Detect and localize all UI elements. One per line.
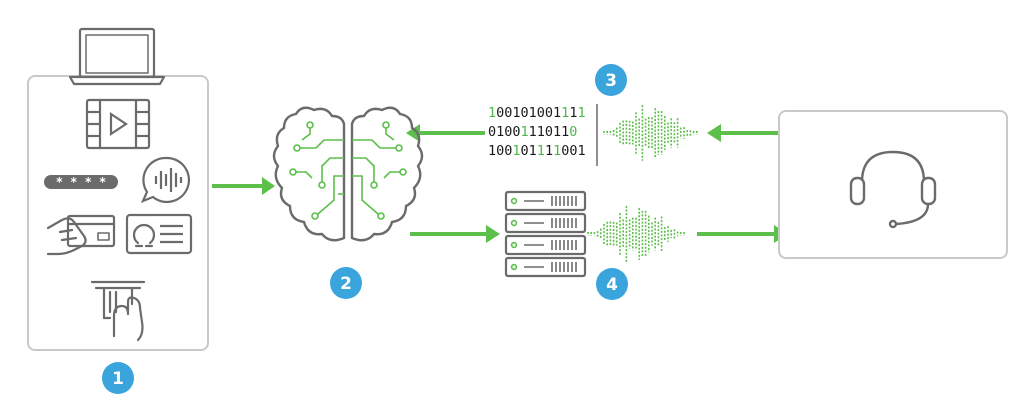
atm-card-icon bbox=[90, 280, 146, 342]
binary-line-2: 01001110110 bbox=[488, 124, 577, 140]
channels-panel bbox=[27, 75, 209, 351]
video-icon bbox=[85, 98, 151, 150]
sound-wave-icon bbox=[603, 105, 698, 161]
arrow-to-ai-from-text bbox=[406, 124, 485, 142]
password-mask: * * * * bbox=[56, 175, 107, 189]
card-payment-icon bbox=[46, 214, 116, 256]
voice-message-icon bbox=[140, 156, 191, 204]
password-field-icon: * * * * bbox=[44, 175, 118, 189]
binary-line-1: 100101001111 bbox=[488, 105, 586, 121]
id-card-icon bbox=[125, 213, 193, 255]
step-number: 4 bbox=[606, 275, 618, 295]
sound-wave-icon bbox=[587, 205, 685, 263]
server-rack-icon bbox=[504, 190, 587, 278]
step-badge-3: 3 bbox=[595, 64, 627, 96]
step-number: 3 bbox=[605, 71, 617, 91]
binary-data: 100101001111 01001110110 100101111001 bbox=[488, 105, 586, 159]
binary-line-3: 100101111001 bbox=[488, 143, 586, 159]
step-badge-4: 4 bbox=[596, 268, 628, 300]
step-number: 2 bbox=[340, 274, 352, 294]
headset-icon bbox=[849, 150, 937, 229]
arrow-channels-to-ai bbox=[212, 177, 275, 195]
arrow-to-agent bbox=[697, 225, 788, 243]
brain-icon bbox=[272, 106, 424, 242]
arrow-ai-to-server bbox=[410, 225, 500, 243]
step-badge-1: 1 bbox=[102, 362, 134, 394]
laptop-icon bbox=[68, 27, 166, 86]
arrow-from-agent bbox=[707, 124, 790, 142]
step-badge-2: 2 bbox=[330, 267, 362, 299]
agent-panel bbox=[778, 110, 1008, 259]
step-number: 1 bbox=[112, 369, 124, 389]
